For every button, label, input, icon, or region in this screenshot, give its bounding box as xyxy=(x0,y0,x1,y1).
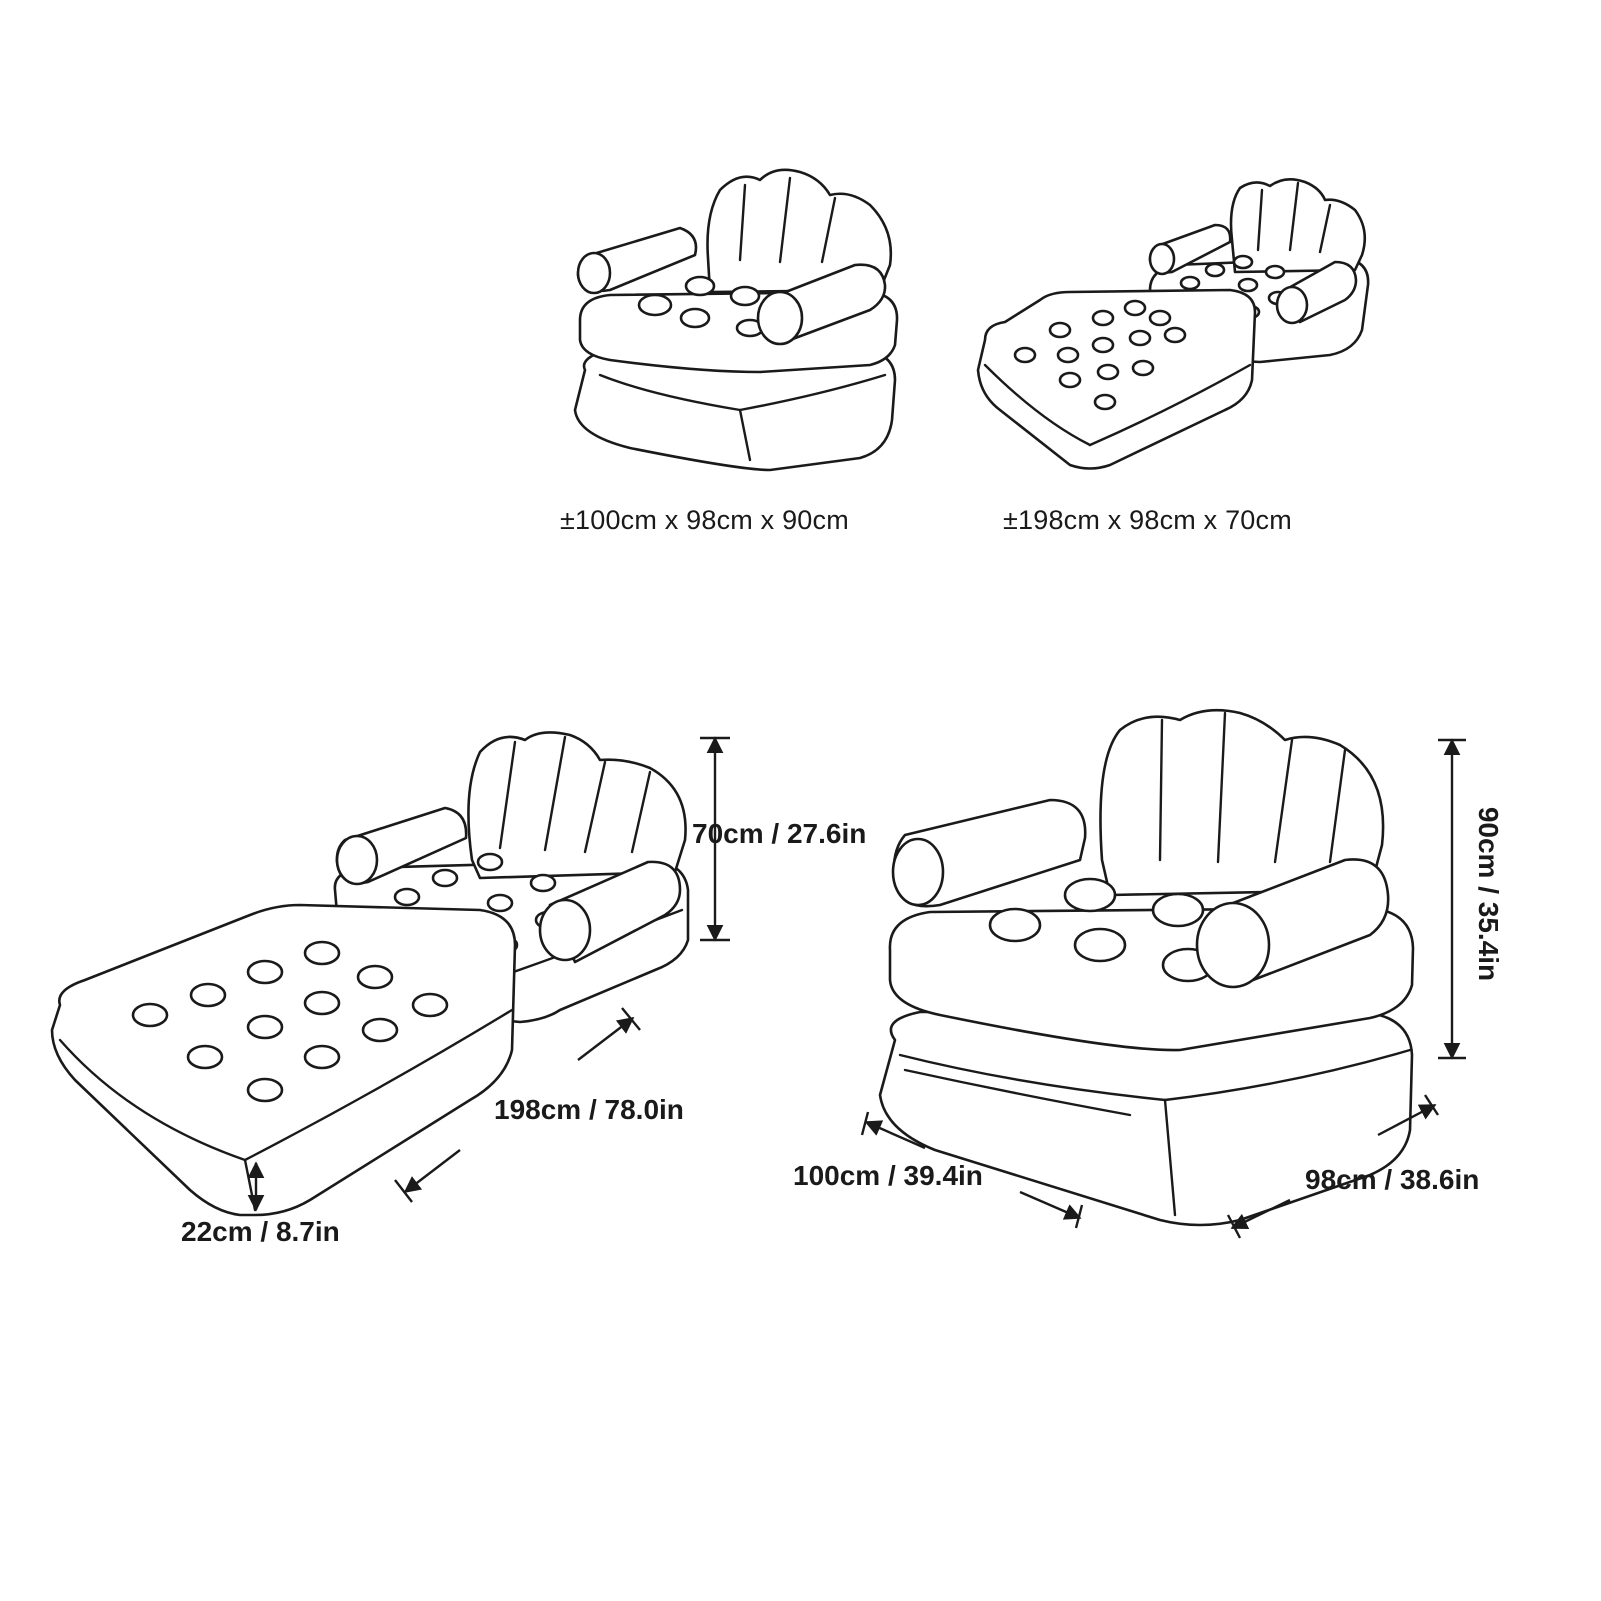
bed-backrest-height-label: 70cm / 27.6in xyxy=(692,818,867,849)
bed-mode-drawing xyxy=(50,731,690,1217)
chair-dimension-arrows xyxy=(860,738,1466,1239)
bed-thickness-label: 22cm / 8.7in xyxy=(181,1216,340,1247)
chair-mode-thumbnail xyxy=(573,168,899,472)
bed-mode-caption: ±198cm x 98cm x 70cm xyxy=(1003,505,1292,535)
chair-mode-drawing xyxy=(878,708,1415,1227)
chair-depth-label: 98cm / 38.6in xyxy=(1305,1164,1480,1195)
chair-mode-caption: ±100cm x 98cm x 90cm xyxy=(560,505,849,535)
bed-dimension-arrows xyxy=(247,736,730,1212)
bed-length-label: 198cm / 78.0in xyxy=(494,1094,684,1125)
chair-height-label: 90cm / 35.4in xyxy=(1473,806,1504,982)
chair-width-label: 100cm / 39.4in xyxy=(793,1160,983,1191)
bed-mode-thumbnail xyxy=(976,177,1370,470)
